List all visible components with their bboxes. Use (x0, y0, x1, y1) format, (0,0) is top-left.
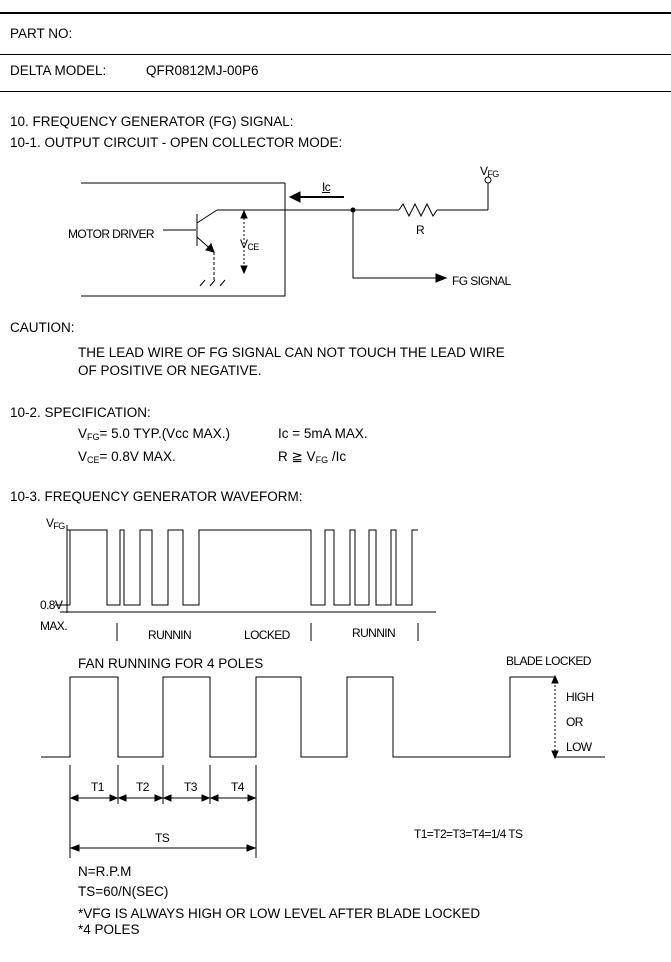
fg-low-label: 0.8V (40, 598, 63, 612)
note-3: *VFG IS ALWAYS HIGH OR LOW LEVEL AFTER B… (78, 906, 481, 921)
driver-box-right (81, 183, 286, 297)
vfg-terminal (484, 176, 492, 184)
ic-label: Ic (322, 180, 331, 194)
motor-driver-label: MOTOR DRIVER (68, 227, 155, 241)
rule-3 (0, 91, 671, 92)
subsection-3-title: 10-3. FREQUENCY GENERATOR WAVEFORM: (10, 489, 303, 504)
t1-label: T1 (91, 780, 104, 794)
fg-output-wire (352, 210, 440, 279)
ts-arrow-right (246, 844, 257, 852)
t-equal-text: T1=T2=T3=T4=1/4 TS (414, 827, 523, 841)
top-rule (0, 12, 671, 14)
ground-hatch-3 (219, 279, 226, 287)
running-label-1: RUNNIN (148, 628, 192, 642)
caution-line-1: THE LEAD WIRE OF FG SIGNAL CAN NOT TOUCH… (78, 345, 505, 360)
t3-label: T3 (184, 780, 197, 794)
t-arrow-3-left (162, 794, 172, 802)
resistor-symbol (398, 202, 438, 218)
transistor-collector (196, 209, 218, 224)
spec-vfg: VFG= 5.0 TYP.(Vcc MAX.) (78, 426, 230, 442)
level-arrow-head-bottom (551, 750, 559, 760)
fg-waveform (69, 529, 418, 606)
vce-arrow-head-bottom (240, 265, 248, 275)
t-arrow-4-right (247, 794, 257, 802)
t2-label: T2 (136, 780, 149, 794)
t-arrow-1-right (109, 794, 119, 802)
pole-waveform (41, 676, 555, 758)
emitter-arrow (205, 243, 215, 253)
spec-r: R ≧ VFG /Ic (278, 449, 347, 465)
or-label: OR (566, 715, 583, 729)
low-label: LOW (566, 740, 592, 754)
t-arrow-3-right (201, 794, 211, 802)
fg-signal-label: FG SIGNAL (452, 274, 511, 288)
fg-vfg-label: VFG (46, 516, 65, 531)
note-4: *4 POLES (78, 922, 140, 937)
t-arrow-2-left (117, 794, 127, 802)
ts-arrow-left (69, 844, 80, 852)
section-title: 10. FREQUENCY GENERATOR (FG) SIGNAL: (10, 114, 294, 129)
fg-max-label: MAX. (40, 619, 68, 633)
part-no-label: PART NO: (10, 26, 73, 41)
spec-vce: VCE= 0.8V MAX. (78, 449, 176, 465)
rule-2 (0, 54, 671, 55)
blade-locked-label: BLADE LOCKED (506, 654, 591, 668)
ground-hatch-2 (209, 279, 216, 287)
level-arrow-head-top (551, 674, 559, 684)
r-label: R (416, 223, 425, 237)
vfg-label: VFG (480, 164, 499, 179)
delta-model-value: QFR0812MJ-00P6 (146, 63, 259, 78)
subsection-2-title: 10-2. SPECIFICATION: (10, 405, 151, 420)
spec-ic: Ic = 5mA MAX. (278, 426, 368, 441)
fg-arrow-head (435, 273, 448, 283)
note-1: N=R.P.M (78, 864, 132, 879)
t4-label: T4 (231, 780, 244, 794)
t-arrow-4-left (209, 794, 219, 802)
vce-arrow-head-top (240, 209, 248, 219)
running-label-2: RUNNIN (352, 626, 396, 640)
ts-label: TS (155, 831, 170, 845)
high-label: HIGH (566, 690, 594, 704)
note-2: TS=60/N(SEC) (78, 884, 169, 899)
vce-label: VCE (240, 237, 259, 252)
fan-title: FAN RUNNING FOR 4 POLES (78, 656, 264, 671)
locked-label: LOCKED (244, 628, 290, 642)
ground-hatch-1 (199, 279, 206, 287)
t-arrow-1-left (69, 794, 79, 802)
subsection-1-title: 10-1. OUTPUT CIRCUIT - OPEN COLLECTOR MO… (10, 135, 343, 150)
ic-arrow-head (288, 191, 301, 203)
caution-line-2: OF POSITIVE OR NEGATIVE. (78, 363, 262, 378)
caution-title: CAUTION: (10, 320, 75, 335)
delta-model-label: DELTA MODEL: (10, 63, 107, 78)
t-arrow-2-right (154, 794, 164, 802)
